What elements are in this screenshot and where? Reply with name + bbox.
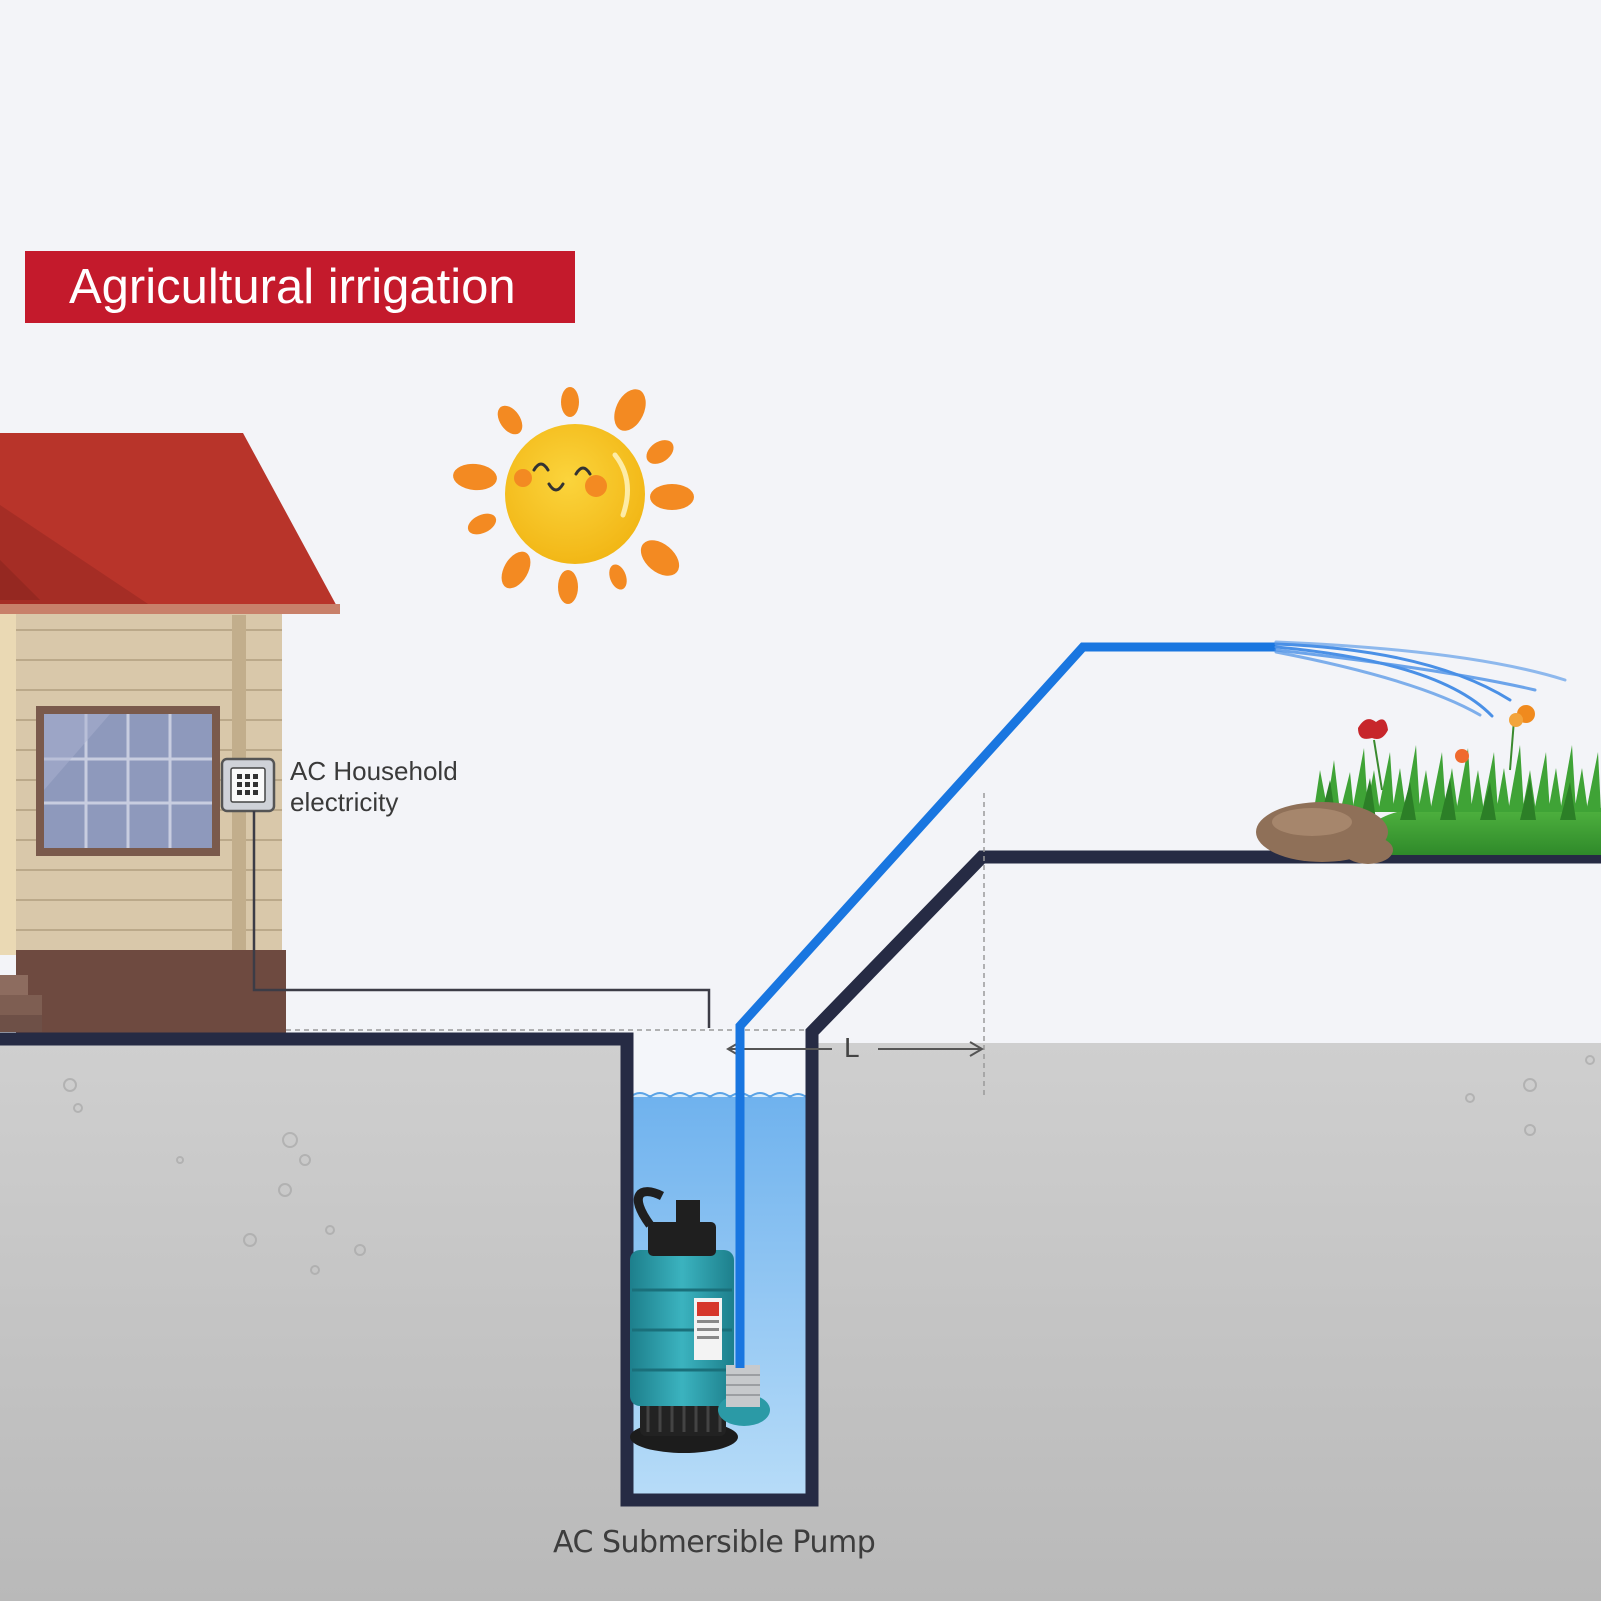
house-icon <box>0 433 340 1033</box>
title-banner: Agricultural irrigation <box>25 251 575 323</box>
power-source-label: AC Household electricity <box>290 756 458 818</box>
page-title: Agricultural irrigation <box>69 260 516 314</box>
distance-label: L <box>844 1032 860 1063</box>
submersible-pump-icon <box>630 1187 770 1453</box>
dimension-guides <box>286 793 985 1095</box>
water-spray <box>1274 640 1567 718</box>
pump-label: AC Submersible Pump <box>553 1525 876 1560</box>
water-pipe <box>735 642 1276 1368</box>
power-label-line1: AC Household <box>290 756 458 786</box>
power-label-line2: electricity <box>290 787 399 817</box>
power-socket-icon <box>220 757 276 813</box>
grass-meadow <box>1256 745 1601 864</box>
flowers <box>1358 705 1535 791</box>
smiling-sun-icon <box>453 387 694 604</box>
